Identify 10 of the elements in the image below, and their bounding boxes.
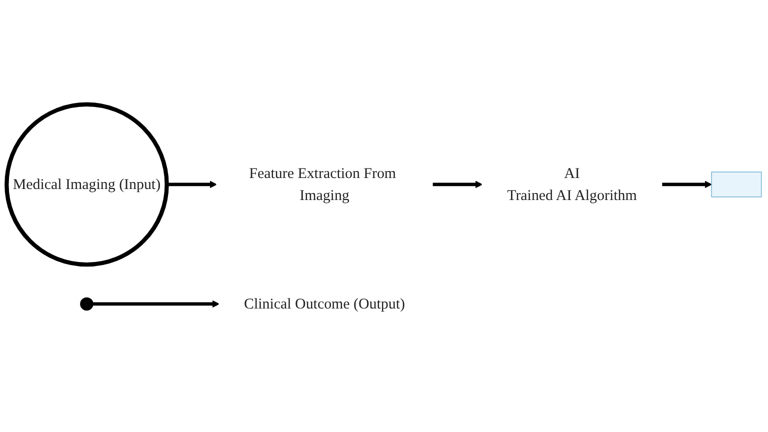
node-text: AI Trained AI Algorithm <box>507 164 637 204</box>
arrow <box>166 180 217 188</box>
node-circle: Medical Imaging (Input) <box>4 102 169 267</box>
node-box <box>711 172 762 198</box>
arrow <box>662 180 712 188</box>
node-circle <box>80 297 94 311</box>
arrow <box>92 300 220 308</box>
arrow <box>432 180 483 188</box>
node-text: Clinical Outcome (Output) <box>244 295 405 312</box>
node-text: Feature Extraction From Imaging <box>249 164 396 204</box>
